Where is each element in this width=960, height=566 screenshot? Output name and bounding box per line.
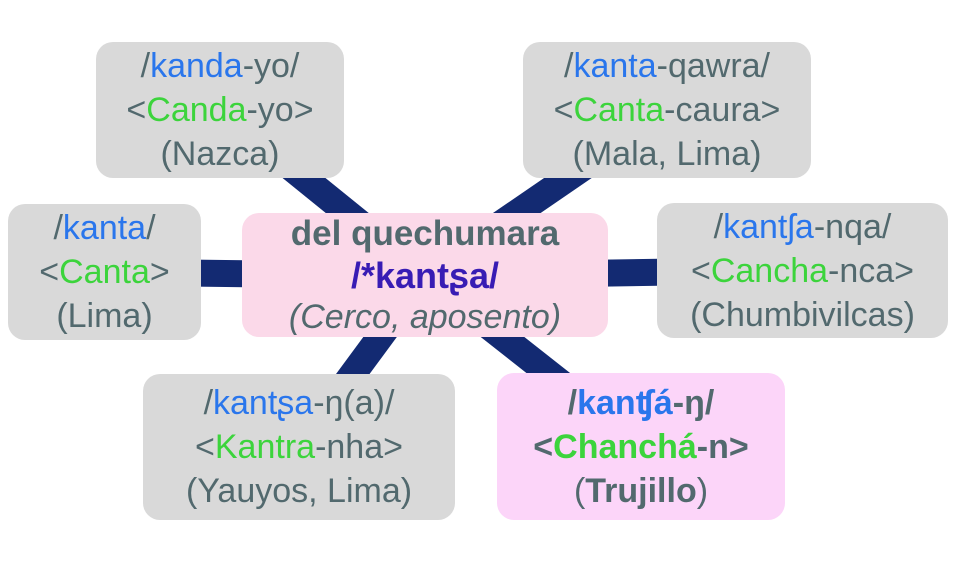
node-mala: /kanta-qawra/ <Canta-caura> (Mala, Lima) (523, 42, 811, 178)
phonemic-pre: / (713, 207, 724, 246)
orthographic-form: <Canda-yo> (126, 88, 313, 132)
place-label: (Nazca) (160, 135, 280, 173)
phonemic-root: kantʂa (213, 384, 314, 422)
ortho-root: Canta (573, 91, 665, 129)
ortho-pre: < (533, 427, 554, 466)
place-label: (Yauyos, Lima) (185, 472, 413, 510)
node-trujillo: /kanʧá-ŋ/ <Chanchá-n> (Trujillo) (497, 373, 785, 520)
ortho-root: Kantra (214, 428, 316, 466)
orthographic-form: <Chanchá-n> (533, 425, 748, 469)
phonemic-root: kanda (150, 47, 243, 85)
phonemic-form: /kanta-qawra/ (564, 44, 770, 88)
ortho-post: -nha> (315, 428, 403, 466)
orthographic-form: <Canta> (39, 250, 169, 294)
phonemic-root: kantʃa (723, 207, 814, 246)
node-yauyos: /kantʂa-ŋ(a)/ <Kantra-nha> (Yauyos, Lima… (143, 374, 455, 520)
phonemic-post: -yo/ (242, 47, 300, 85)
phonemic-post: -ŋ/ (672, 383, 715, 422)
node-nazca: /kanda-yo/ <Canda-yo> (Nazca) (96, 42, 344, 178)
phonemic-post: -nqa/ (813, 207, 892, 246)
ortho-root: Canta (59, 253, 150, 291)
source-language-label: del quechumara (290, 213, 560, 253)
place-label: (Lima) (56, 297, 153, 335)
phonemic-root: kanta (62, 209, 147, 247)
ortho-post: -n> (696, 427, 749, 466)
ortho-pre: < (126, 91, 147, 129)
gloss-label: (Cerco, aposento) (288, 297, 562, 336)
node-proto-form: del quechumara /*kantʂa/ (Cerco, aposent… (242, 213, 608, 337)
node-chumbivilcas: /kantʃa-nqa/ <Cancha-nca> (Chumbivilcas) (657, 203, 948, 338)
ortho-root: Cancha (710, 251, 829, 290)
ortho-pre: < (690, 251, 711, 290)
phonemic-pre: / (140, 47, 151, 85)
place-label: (Mala, Lima) (572, 135, 762, 173)
phonemic-pre: / (567, 383, 578, 422)
orthographic-form: <Cancha-nca> (691, 249, 914, 293)
node-lima: /kanta/ <Canta> (Lima) (8, 204, 201, 340)
ortho-post: -yo> (246, 91, 314, 129)
place-name: Trujillo (585, 471, 697, 510)
phonemic-form: /kantʂa-ŋ(a)/ (204, 381, 395, 425)
ortho-pre: < (553, 91, 574, 129)
phonemic-form: /kanʧá-ŋ/ (568, 381, 715, 425)
phonemic-pre: / (203, 384, 214, 422)
phonemic-root: kanta (573, 47, 657, 85)
phonemic-post: -ŋ(a)/ (313, 384, 395, 422)
phonemic-root: kanʧá (577, 383, 673, 422)
place-paren-close: ) (696, 471, 709, 510)
ortho-pre: < (39, 253, 60, 291)
phonemic-pre: / (53, 209, 63, 247)
ortho-root: Canda (146, 91, 247, 129)
ortho-post: -caura> (664, 91, 781, 129)
phonemic-post: / (146, 209, 156, 247)
phonemic-form: /kanda-yo/ (141, 44, 300, 88)
ortho-pre: < (195, 428, 215, 466)
ortho-root: Chanchá (553, 427, 697, 466)
phonemic-post: -qawra/ (656, 47, 770, 85)
phonemic-pre: / (563, 47, 574, 85)
reconstructed-form: /*kantʂa/ (350, 254, 500, 296)
orthographic-form: <Kantra-nha> (195, 425, 403, 469)
ortho-post: -nca> (828, 251, 915, 290)
phonemic-form: /kanta/ (53, 206, 155, 250)
place-label: (Chumbivilcas) (690, 295, 915, 334)
orthographic-form: <Canta-caura> (554, 88, 781, 132)
place-paren-open: ( (573, 471, 586, 510)
place-label: (Trujillo) (574, 469, 708, 513)
phonemic-form: /kantʃa-nqa/ (714, 205, 892, 249)
ortho-post: > (149, 253, 170, 291)
